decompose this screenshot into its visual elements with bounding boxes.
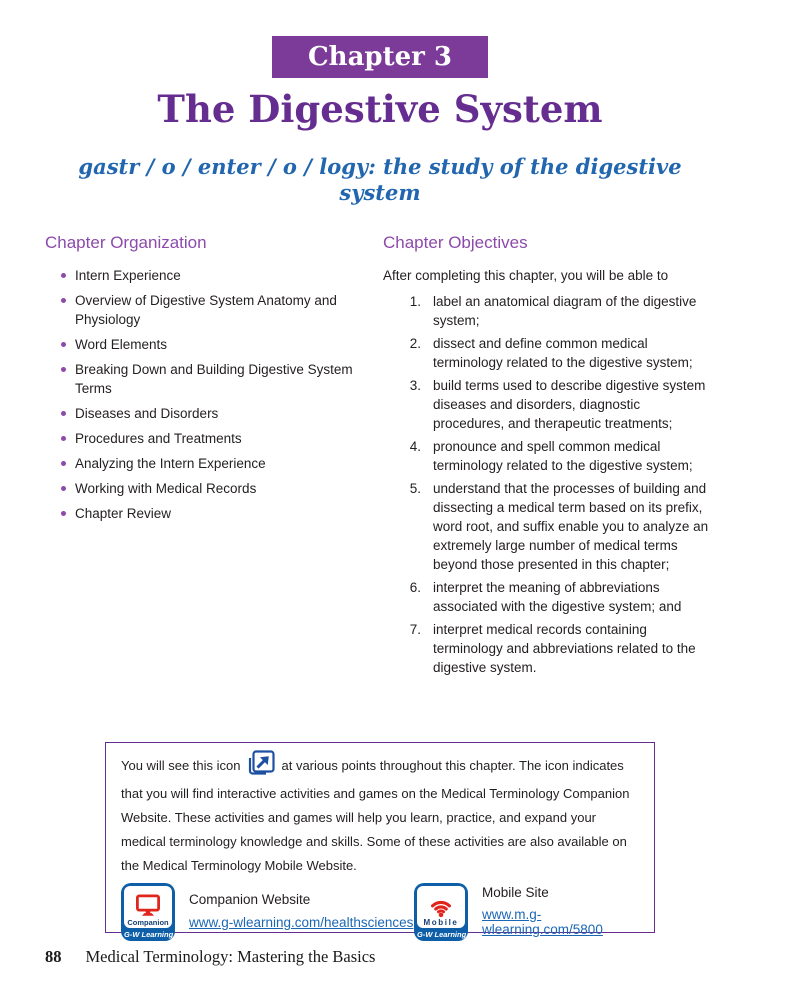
mobile-site-label: Mobile Site — [482, 885, 549, 900]
mobile-badge-title: Mobile — [423, 918, 459, 927]
objective-text: interpret medical records containing ter… — [433, 622, 696, 675]
organization-item: Overview of Digestive System Anatomy and… — [45, 291, 375, 329]
bullet-icon — [61, 486, 66, 491]
objective-number: 3. — [409, 378, 421, 393]
website-badges-row: Companion G-W Learning Companion Website… — [121, 883, 639, 941]
companion-website-label: Companion Website — [189, 892, 311, 907]
external-link-icon — [245, 749, 276, 780]
objective-text: interpret the meaning of abbreviations a… — [433, 580, 682, 614]
two-column-layout: Chapter Organization Intern Experience O… — [45, 233, 715, 681]
objective-number: 4. — [409, 439, 421, 454]
companion-badge-title: Companion — [127, 918, 169, 927]
mobile-site-link[interactable]: www.m.g-wlearning.com/5800 — [482, 907, 603, 937]
organization-item-label: Analyzing the Intern Experience — [75, 456, 266, 471]
bullet-icon — [61, 511, 66, 516]
organization-item: Chapter Review — [45, 504, 375, 523]
organization-item-label: Intern Experience — [75, 268, 181, 283]
wifi-icon — [431, 900, 451, 918]
mobile-badge: Mobile G-W Learning — [414, 883, 468, 941]
organization-item-label: Procedures and Treatments — [75, 431, 242, 446]
objective-item: 5. understand that the processes of build… — [383, 479, 711, 574]
companion-badge-brand: G-W Learning — [124, 930, 174, 939]
bullet-icon — [61, 367, 66, 372]
objective-text: understand that the processes of buildin… — [433, 481, 709, 572]
info-box-text-after: at various points throughout this chapte… — [121, 757, 630, 873]
bullet-icon — [61, 273, 66, 278]
organization-item-label: Chapter Review — [75, 506, 172, 521]
companion-website-group: Companion G-W Learning Companion Website… — [121, 883, 414, 941]
objective-number: 7. — [409, 622, 421, 637]
organization-heading: Chapter Organization — [45, 233, 207, 252]
info-box-text-before: You will see this icon — [121, 757, 241, 773]
objective-item: 1. label an anatomical diagram of the dig… — [383, 292, 711, 330]
bullet-icon — [61, 436, 66, 441]
page-footer: 88 Medical Terminology: Mastering the Bas… — [45, 946, 375, 968]
objective-number: 2. — [409, 336, 421, 351]
mobile-badge-panel: Mobile — [417, 886, 465, 928]
objective-text: pronounce and spell common medical termi… — [433, 439, 693, 473]
chapter-banner-label: Chapter 3 — [307, 42, 452, 72]
organization-section: Chapter Organization Intern Experience O… — [45, 233, 375, 681]
page-number: 88 — [45, 947, 62, 966]
objectives-intro: After completing this chapter, you will … — [383, 268, 669, 283]
objectives-list: 1. label an anatomical diagram of the dig… — [383, 292, 711, 677]
objectives-section: Chapter Objectives After completing this… — [383, 233, 715, 681]
bullet-icon — [61, 342, 66, 347]
organization-item-label: Diseases and Disorders — [75, 406, 219, 421]
mobile-site-text: Mobile Site www.m.g-wlearning.com/5800 — [482, 885, 639, 939]
objective-text: dissect and define common medical termin… — [433, 336, 693, 370]
content-area: Chapter 3 The Digestive System gastr / o… — [0, 36, 800, 681]
companion-website-link[interactable]: www.g-wlearning.com/healthsciences — [189, 915, 414, 930]
objective-number: 5. — [409, 481, 421, 496]
objective-number: 6. — [409, 580, 421, 595]
organization-item: Breaking Down and Building Digestive Sys… — [45, 360, 375, 398]
objective-text: build terms used to describe digestive s… — [433, 378, 706, 431]
objectives-heading: Chapter Objectives — [383, 233, 528, 252]
organization-item: Intern Experience — [45, 266, 375, 285]
organization-list: Intern Experience Overview of Digestive … — [45, 266, 375, 523]
objective-item: 6. interpret the meaning of abbreviations… — [383, 578, 711, 616]
objective-number: 1. — [409, 294, 421, 309]
organization-item-label: Overview of Digestive System Anatomy and… — [75, 293, 337, 327]
page-title: The Digestive System — [157, 87, 603, 131]
objective-item: 7. interpret medical records containing t… — [383, 620, 711, 677]
organization-item: Diseases and Disorders — [45, 404, 375, 423]
objective-item: 2. dissect and define common medical term… — [383, 334, 711, 372]
organization-item: Word Elements — [45, 335, 375, 354]
organization-item: Procedures and Treatments — [45, 429, 375, 448]
chapter-subtitle: gastr / o / enter / o / logy: the study … — [78, 154, 682, 205]
chapter-banner: Chapter 3 — [272, 36, 488, 78]
organization-item-label: Working with Medical Records — [75, 481, 257, 496]
bullet-icon — [61, 411, 66, 416]
companion-badge: Companion G-W Learning — [121, 883, 175, 941]
objective-item: 4. pronounce and spell common medical ter… — [383, 437, 711, 475]
organization-item: Working with Medical Records — [45, 479, 375, 498]
companion-badge-panel: Companion — [124, 886, 172, 928]
bullet-icon — [61, 461, 66, 466]
companion-website-text: Companion Website www.g-wlearning.com/he… — [189, 892, 413, 932]
organization-item-label: Breaking Down and Building Digestive Sys… — [75, 362, 353, 396]
book-title: Medical Terminology: Mastering the Basic… — [85, 947, 376, 966]
organization-item-label: Word Elements — [75, 337, 168, 352]
organization-item: Analyzing the Intern Experience — [45, 454, 375, 473]
objective-text: label an anatomical diagram of the diges… — [433, 294, 697, 328]
computer-monitor-icon — [136, 894, 160, 916]
mobile-site-group: Mobile G-W Learning Mobile Site www.m.g-… — [414, 883, 639, 941]
objective-item: 3. build terms used to describe digestive… — [383, 376, 711, 433]
mobile-badge-brand: G-W Learning — [417, 930, 467, 939]
bullet-icon — [61, 298, 66, 303]
